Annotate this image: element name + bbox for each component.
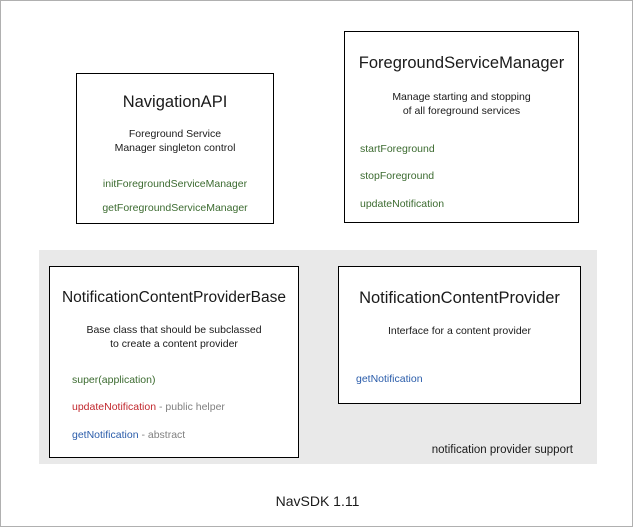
class-description-navigation-api: Foreground Service Manager singleton con… — [77, 128, 273, 156]
member-name: updateNotification — [72, 401, 157, 414]
group-panel-label: notification provider support — [431, 444, 573, 456]
member-row[interactable]: startForeground — [360, 143, 578, 156]
class-description-line: Manage starting and stopping — [392, 90, 531, 103]
member-list-notification-content-provider-base: super(application) updateNotification - … — [50, 374, 298, 442]
member-name: getForegroundServiceManager — [102, 202, 248, 215]
class-title-notification-content-provider: NotificationContentProvider — [359, 289, 560, 307]
member-name: startForeground — [360, 142, 435, 155]
class-title-navigation-api: NavigationAPI — [122, 93, 228, 111]
member-row[interactable]: super(application) — [72, 374, 298, 387]
member-name: stopForeground — [360, 170, 435, 183]
member-row[interactable]: getNotification — [356, 373, 580, 386]
class-description-line: of all foreground services — [402, 104, 521, 117]
class-description-foreground-service-manager: Manage starting and stopping of all fore… — [345, 91, 578, 119]
class-description-line: Foreground Service — [128, 127, 222, 140]
member-row[interactable]: updateNotification - public helper — [72, 401, 298, 414]
member-list-notification-content-provider: getNotification — [339, 373, 580, 386]
member-row[interactable]: updateNotification — [360, 198, 578, 211]
member-row[interactable]: getNotification - abstract — [72, 429, 298, 442]
member-name: updateNotification — [360, 197, 445, 210]
member-name: initForegroundServiceManager — [102, 177, 248, 190]
class-box-notification-content-provider-base[interactable]: NotificationContentProviderBase Base cla… — [49, 266, 299, 458]
member-row[interactable]: initForegroundServiceManager — [77, 178, 273, 191]
class-box-foreground-service-manager[interactable]: ForegroundServiceManager Manage starting… — [344, 31, 579, 223]
class-description-notification-content-provider-base: Base class that should be subclassed to … — [50, 324, 298, 352]
class-title-foreground-service-manager: ForegroundServiceManager — [358, 54, 565, 72]
class-box-notification-content-provider[interactable]: NotificationContentProvider Interface fo… — [338, 266, 581, 404]
class-description-line: Interface for a content provider — [388, 324, 531, 337]
class-title-notification-content-provider-base: NotificationContentProviderBase — [61, 289, 286, 306]
member-list-navigation-api: initForegroundServiceManager getForegrou… — [77, 178, 273, 215]
member-name: getNotification — [356, 372, 423, 385]
class-description-line: Base class that should be subclassed — [86, 323, 262, 336]
member-name: getNotification — [72, 428, 139, 441]
member-list-foreground-service-manager: startForeground stopForeground updateNot… — [345, 143, 578, 211]
member-name: super(application) — [72, 373, 156, 386]
member-row[interactable]: stopForeground — [360, 170, 578, 183]
class-box-navigation-api[interactable]: NavigationAPI Foreground Service Manager… — [76, 73, 274, 224]
class-description-notification-content-provider: Interface for a content provider — [339, 325, 580, 339]
class-description-line: Manager singleton control — [114, 141, 236, 154]
footer-caption: NavSDK 1.11 — [275, 493, 360, 509]
class-description-line: to create a content provider — [110, 337, 238, 350]
member-row[interactable]: getForegroundServiceManager — [77, 202, 273, 215]
member-note: - public helper — [156, 401, 225, 414]
member-note: - abstract — [138, 428, 186, 441]
